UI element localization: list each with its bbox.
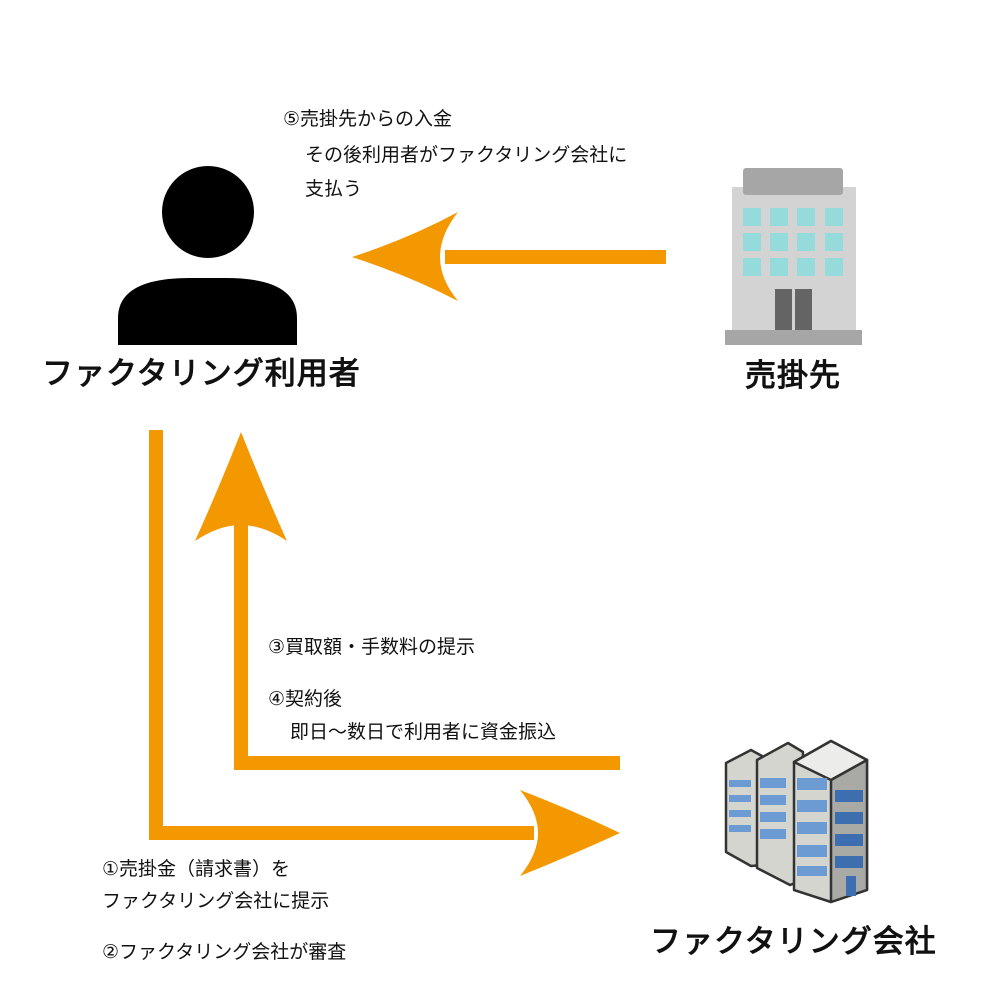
step4-line2: 即日〜数日で利用者に資金振込: [290, 721, 557, 743]
factor-label: ファクタリング会社: [650, 924, 937, 960]
arrow-payment-to-user: [352, 212, 666, 301]
step3-text: ③買取額・手数料の提示: [268, 636, 476, 658]
step5-line3: 支払う: [305, 178, 363, 200]
step5-line2: その後利用者がファクタリング会社に: [305, 144, 628, 166]
user-label: ファクタリング利用者: [42, 356, 361, 392]
step1-line2: ファクタリング会社に提示: [102, 890, 330, 912]
step1-line1: ①売掛金（請求書）を: [102, 858, 291, 880]
step2-text: ②ファクタリング会社が審査: [102, 941, 347, 963]
arrow-invoice-to-factor: [149, 430, 620, 876]
factor-windows: [729, 778, 827, 876]
step5-line1: ⑤売掛先からの入金: [283, 108, 453, 130]
arrow-funds-to-user: [195, 432, 620, 770]
debtor-building-icon: [725, 168, 862, 345]
person-icon: [118, 166, 297, 345]
debtor-label: 売掛先: [745, 358, 841, 394]
factor-side-windows: [835, 790, 863, 896]
step4-line1: ④契約後: [268, 688, 343, 710]
